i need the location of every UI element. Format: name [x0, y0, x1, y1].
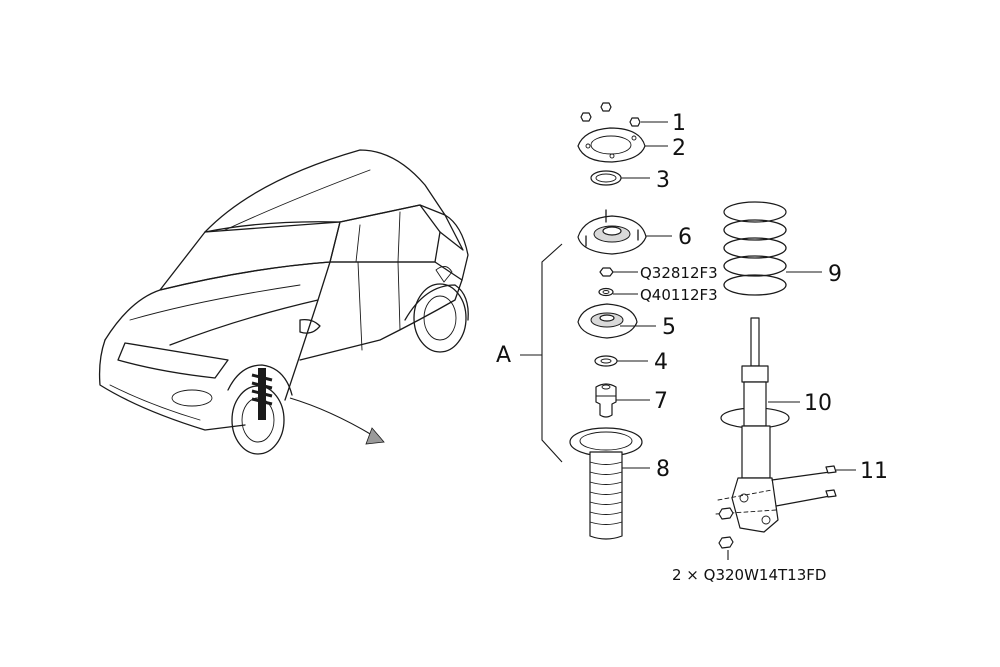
part-8-dust-boot: [569, 427, 650, 540]
group-bracket-a: A: [496, 243, 563, 463]
highlighted-strut-on-car: [251, 368, 273, 420]
callout-10: 10: [804, 391, 832, 416]
group-label-a: A: [496, 343, 511, 368]
callout-5: 5: [662, 315, 676, 340]
callout-2: 2: [672, 136, 686, 161]
callout-3: 3: [656, 168, 670, 193]
callout-7: 7: [654, 389, 668, 414]
part-9-coil-spring: [723, 201, 822, 296]
callout-6: 6: [678, 225, 692, 250]
washer-q40112f3: Q40112F3: [598, 286, 718, 304]
part-3-ring: [590, 170, 650, 186]
nut-q32812f3: Q32812F3: [599, 264, 718, 282]
part-10-shock-absorber: [720, 317, 800, 533]
arrow-head-icon: [365, 427, 385, 445]
part-4-washer: [594, 355, 648, 367]
part-5-bearing-seat: [577, 303, 656, 339]
callout-numbers: 1 2 3 6 9 5 4 7 10 8 11: [654, 111, 888, 484]
part-7-bump-stop: [595, 383, 650, 418]
part-2-mount-plate: [577, 127, 668, 163]
callout-11: 11: [860, 459, 888, 484]
part-6-top-mount: [577, 209, 672, 255]
nut-code-label: Q32812F3: [640, 264, 718, 282]
callout-1: 1: [672, 111, 686, 136]
callout-9: 9: [828, 262, 842, 287]
bolt-nut-code-label: 2 × Q320W14T13FD: [672, 566, 826, 584]
callout-8: 8: [656, 457, 670, 482]
pointer-arrow: [289, 397, 373, 436]
washer-code-label: Q40112F3: [640, 286, 718, 304]
bolt-nuts-q320w14t13fd: 2 × Q320W14T13FD: [672, 507, 826, 584]
part-1-nuts: [580, 102, 668, 127]
callout-4: 4: [654, 350, 668, 375]
car-illustration: [98, 149, 469, 455]
